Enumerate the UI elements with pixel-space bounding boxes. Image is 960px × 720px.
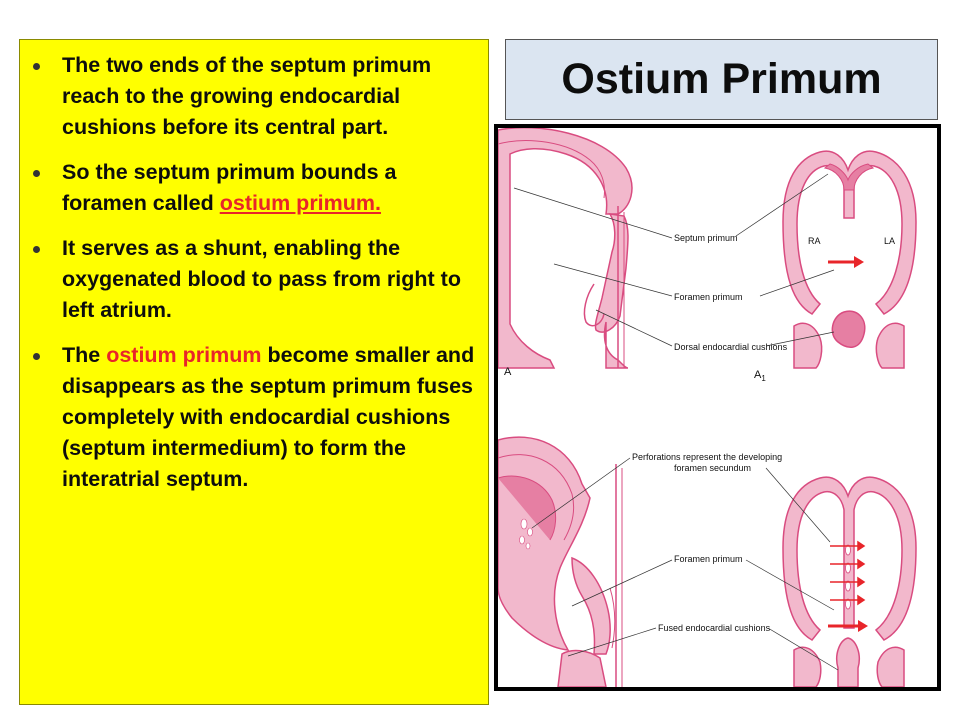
top-leader-lines — [513, 173, 835, 347]
septation-diagram: Septum primum RA LA Foramen primum Dorsa… — [498, 128, 917, 687]
label-septum-primum: Septum primum — [674, 233, 738, 243]
bullet-dot — [33, 170, 40, 177]
top-right-drawing — [782, 150, 917, 369]
label-perforations-line1: Perforations represent the developing — [632, 452, 782, 462]
bullet-panel: The two ends of the septum primum reach … — [19, 39, 489, 705]
label-panel-a1: A1 — [754, 369, 766, 383]
bullet-dot — [33, 246, 40, 253]
bottom-left-drawing — [498, 436, 623, 687]
title-box: Ostium Primum — [505, 39, 938, 120]
bullet-4: The ostium primum become smaller and dis… — [32, 340, 480, 495]
shunt-arrows — [830, 540, 866, 606]
bullet-1: The two ends of the septum primum reach … — [32, 50, 480, 143]
label-ra: RA — [808, 236, 821, 246]
perforations-left — [519, 518, 533, 550]
label-panel-a: A — [504, 366, 512, 378]
panel-a1-letter: A — [754, 369, 762, 381]
label-la: LA — [884, 236, 895, 246]
label-foramen-primum-top: Foramen primum — [674, 292, 743, 302]
bullet-4-text-start: The — [62, 343, 107, 367]
slide-title: Ostium Primum — [561, 55, 882, 103]
label-fused-endocardial-cushions: Fused endocardial cushions — [658, 623, 771, 633]
bullet-2-text: So the septum primum bounds a foramen ca… — [62, 160, 397, 215]
heart-septation-figure: Septum primum RA LA Foramen primum Dorsa… — [494, 124, 941, 691]
label-perforations-line2: foramen secundum — [674, 463, 751, 473]
bullet-3: It serves as a shunt, enabling the oxyge… — [32, 233, 480, 326]
label-dorsal-endocardial-cushions: Dorsal endocardial cushions — [674, 342, 788, 352]
ostium-primum-highlight: ostium primum — [106, 343, 262, 367]
bullet-4-text-end: become smaller and disappears as the sep… — [62, 343, 475, 491]
bottom-right-drawing — [782, 476, 917, 687]
bullet-3-text: It serves as a shunt, enabling the oxyge… — [62, 236, 461, 322]
bullet-1-text: The two ends of the septum primum reach … — [62, 53, 432, 139]
top-left-drawing — [498, 128, 633, 369]
panel-a1-subscript: 1 — [761, 374, 766, 383]
ostium-primum-highlight: ostium primum. — [219, 191, 381, 215]
bullet-2: So the septum primum bounds a foramen ca… — [32, 157, 480, 219]
label-foramen-primum-bottom: Foramen primum — [674, 554, 743, 564]
bottom-leader-lines — [531, 457, 839, 671]
bullet-dot — [33, 353, 40, 360]
perforations-right — [845, 544, 851, 610]
bullet-dot — [33, 63, 40, 70]
